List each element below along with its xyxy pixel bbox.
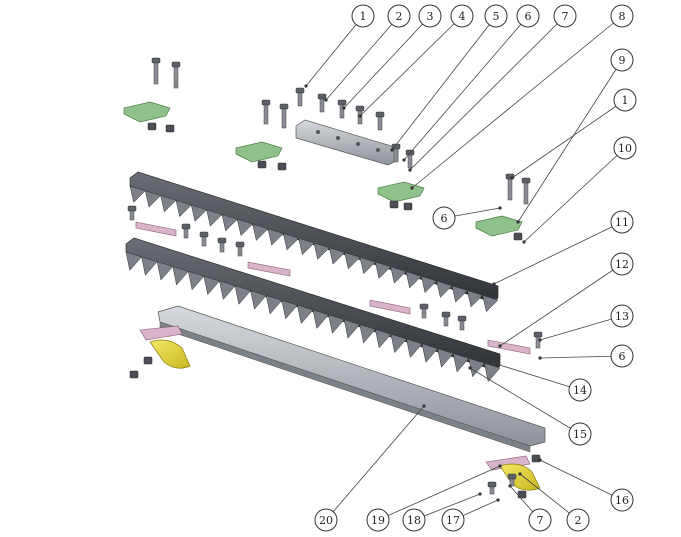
leader-line [523,147,626,243]
leader-line [517,59,623,223]
green-bracket-top-left [123,101,171,123]
callout-label: 1 [360,10,367,23]
callout-6: 6 [516,4,540,28]
leader-line [411,15,623,189]
leader-line [539,459,623,501]
green-bracket-mid-left [235,141,283,163]
callout-label: 12 [615,258,629,271]
yellow-bracket-right [499,463,541,491]
callout-9: 9 [610,48,634,72]
callout-14: 14 [568,378,592,402]
guard-bar [157,305,546,453]
callout-label: 3 [427,10,434,23]
leader-line [377,465,501,521]
callout-12: 12 [610,252,634,276]
callout-label: 5 [493,10,500,23]
leader-line [409,15,566,171]
leader-line [325,15,400,101]
callout-label: 10 [618,142,632,155]
callout-15: 15 [568,422,592,446]
callout-label: 2 [575,514,582,527]
callout-6: 6 [610,344,634,368]
callout-11: 11 [610,210,634,234]
callout-7: 7 [528,508,552,532]
leader-line [469,367,581,435]
callout-label: 18 [407,514,421,527]
leader-lines [304,15,626,521]
leader-line [359,15,463,117]
callout-2: 2 [387,4,411,28]
leader-line [493,221,623,285]
callout-4: 4 [450,4,474,28]
leader-line [305,15,364,87]
leader-line [391,15,497,151]
callout-16: 16 [610,488,634,512]
leader-line [343,15,431,109]
leader-line [413,493,481,521]
callout-label: 7 [562,10,569,23]
callout-label: 6 [441,212,448,225]
leader-line [519,473,579,521]
callout-label: 20 [319,514,333,527]
callout-label: 4 [459,10,466,23]
callout-2: 2 [566,508,590,532]
leader-line [539,355,623,359]
callout-label: 6 [525,10,532,23]
lower-knife-row [125,237,501,383]
callout-1: 1 [613,88,637,112]
green-bracket-right [475,215,523,237]
callout-7: 7 [553,4,577,28]
callout-18: 18 [402,508,426,532]
callout-3: 3 [418,4,442,28]
pink-clips [135,221,531,471]
callout-label: 14 [573,384,587,397]
callout-label: 15 [573,428,587,441]
leader-line [325,405,425,521]
leader-line [403,15,529,161]
yellow-bracket-left [149,339,191,369]
callout-5: 5 [484,4,508,28]
callout-20: 20 [314,508,338,532]
top-plate [295,119,399,166]
bolts [127,57,543,499]
green-bracket-center [377,181,425,203]
callout-label: 17 [446,514,460,527]
callout-label: 13 [615,310,629,323]
callout-1: 1 [351,4,375,28]
leader-line [511,99,626,179]
callout-label: 11 [615,216,629,229]
callout-label: 19 [371,514,385,527]
callout-19: 19 [366,508,390,532]
leader-line [539,315,623,341]
callout-label: 9 [619,54,626,67]
upper-knife-row [129,171,499,313]
callout-6: 6 [432,206,456,230]
callout-label: 2 [396,10,403,23]
callout-label: 16 [615,494,629,507]
callout-10: 10 [613,136,637,160]
leader-line [489,361,581,391]
callout-label: 6 [619,350,626,363]
callout-label: 8 [619,10,626,23]
callout-label: 7 [537,514,544,527]
callout-17: 17 [441,508,465,532]
callout-13: 13 [610,304,634,328]
callout-8: 8 [610,4,634,28]
leader-line [499,263,623,347]
callout-label: 1 [622,94,629,107]
